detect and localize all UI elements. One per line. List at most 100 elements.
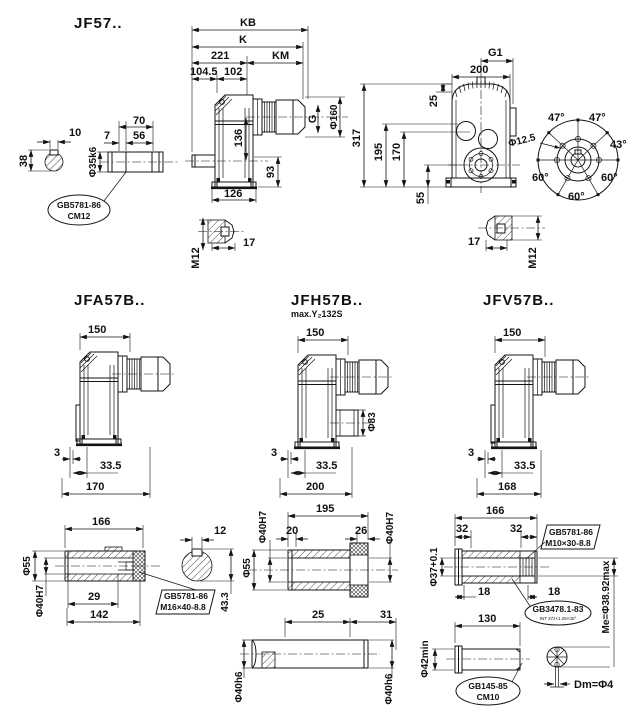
sv-dim-32-left: 32 [456, 523, 468, 535]
callout-gb5781-cm12-line2: CM12 [68, 211, 91, 221]
dim-70: 70 [133, 115, 145, 127]
sh-dim-phi40h6-right: Φ40h6 [384, 673, 395, 704]
jfh-dim-200: 200 [306, 481, 324, 493]
sv-spline-callout-line2: INT 37z×1.25×30° [540, 616, 577, 621]
dim-56: 56 [133, 130, 145, 142]
jfv-dim-168: 168 [498, 481, 516, 493]
sv-dim-phi42min: Φ42min [420, 640, 431, 677]
sv-dim-phi37: Φ37+0.1 [429, 547, 440, 587]
dim-7: 7 [104, 130, 110, 142]
jf57-side-view: KB K 221 KM 104.5 102 136 93 126 G [185, 17, 348, 203]
sh-dim-phi40h7-left: Φ40H7 [258, 511, 269, 544]
dim-200: 200 [470, 64, 488, 76]
jfv-dim-150: 150 [503, 327, 521, 339]
dim-195: 195 [373, 143, 385, 161]
sv-dim-18-right: 18 [548, 586, 560, 598]
dim-38: 38 [18, 155, 30, 167]
dim-km: KM [272, 50, 289, 62]
hollow-shaft-a-detail: 166 Φ55 Φ40H7 29 142 12 43.3 GB5781-86 M… [22, 516, 234, 626]
jfv-dim-33-5: 33.5 [514, 460, 535, 472]
sa-dim-43-3: 43.3 [220, 592, 231, 612]
jfa-dim-3: 3 [54, 447, 60, 459]
jfv-dim-3: 3 [468, 447, 474, 459]
sh-dim-26: 26 [355, 525, 367, 537]
jfh57b-title: JFH57B.. [291, 292, 363, 309]
sh-dim-20: 20 [286, 525, 298, 537]
sh-dim-phi40h6-left: Φ40h6 [234, 671, 245, 702]
sh-dim-25: 25 [312, 609, 324, 621]
sv-dim-me: Me=Φ38.92max [601, 560, 612, 633]
dim-35k6: Φ35k6 [88, 146, 99, 177]
jfh57b-section: JFH57B.. max.Y₂132S Φ83 150 3 33.5 200 [271, 292, 394, 498]
shaft-h-detail: 195 20 26 Φ40H7 Φ40H7 Φ55 25 31 [234, 503, 398, 705]
dim-17-right: 17 [468, 236, 480, 248]
callout-gb5781-cm12-line1: GB5781-86 [57, 200, 101, 210]
dim-136: 136 [233, 129, 245, 147]
sa-dim-phi40h7: Φ40H7 [35, 585, 46, 618]
dim-55: 55 [415, 192, 427, 204]
sh-dim-phi40h7-right: Φ40H7 [385, 512, 396, 545]
sv-bolt-callout-line2: M10×30-8.8 [545, 538, 591, 548]
jfa57b-section: JFA57B.. 150 3 33.5 170 [54, 292, 176, 498]
sv-dim-32-right: 32 [510, 523, 522, 535]
dim-kb: KB [240, 17, 256, 29]
jf57-front-view: G1 200 317 195 170 25 55 [351, 47, 520, 204]
jf57-shaft-end-left: M12 17 [190, 217, 255, 269]
sa-callout-line1: GB5781-86 [164, 591, 208, 601]
sv-dim-dm: Dm=Φ4 [574, 679, 614, 691]
dim-221: 221 [211, 50, 229, 62]
sa-dim-phi55: Φ55 [22, 556, 33, 576]
sa-callout-line2: M16×40-8.8 [160, 602, 206, 612]
jfh-dim-3: 3 [271, 447, 277, 459]
angle-60-bottom: 60° [568, 191, 585, 203]
jfa57b-title: JFA57B.. [74, 292, 145, 309]
angle-60-right: 60° [601, 172, 618, 184]
thread-m12-left: M12 [190, 247, 202, 268]
jfv57b-title: JFV57B.. [483, 292, 554, 309]
sh-dim-195: 195 [316, 503, 334, 515]
dim-g: G [307, 115, 319, 124]
dim-93: 93 [265, 166, 277, 178]
jfh-dim-phi83: Φ83 [367, 412, 378, 432]
sv-hole-callout-line1: GB145-85 [468, 681, 507, 691]
dim-170: 170 [391, 143, 403, 161]
dim-phi160: Φ160 [329, 104, 340, 129]
sv-dim-130: 130 [478, 613, 496, 625]
sa-dim-29: 29 [88, 591, 100, 603]
dim-10: 10 [69, 127, 81, 139]
dim-k: K [239, 34, 247, 46]
jf57-shaft-end-right: 17 M12 [468, 215, 545, 269]
jfh57b-subtitle: max.Y₂132S [291, 309, 343, 319]
jfv57b-section: JFV57B.. 150 3 33.5 168 [468, 292, 591, 498]
sa-dim-166: 166 [92, 516, 110, 528]
angle-47-left: 47° [548, 112, 565, 124]
sa-dim-12: 12 [214, 525, 226, 537]
jfh-dim-33-5: 33.5 [316, 460, 337, 472]
shaft-v-detail: 166 32 32 18 18 Φ37+0.1 GB5781-86 M10×30… [420, 505, 618, 706]
dim-phi12-5: Φ12.5 [507, 132, 537, 149]
jfa-dim-33-5: 33.5 [100, 460, 121, 472]
dim-g1: G1 [488, 47, 503, 59]
jf57-bolt-circle-view: 47° 47° 43° 60° 60° 60° Φ12.5 [507, 112, 626, 203]
jfh-dim-150: 150 [306, 327, 324, 339]
dim-317: 317 [351, 129, 363, 147]
angle-43: 43° [610, 139, 627, 151]
sv-spline-callout-line1: GB3478.1-83 [532, 604, 583, 614]
jf57-section: JF57.. 10 38 70 56 7 [18, 15, 627, 269]
dim-104-5: 104.5 [190, 66, 218, 78]
dim-17-left: 17 [243, 237, 255, 249]
sv-bolt-callout-line1: GB5781-86 [549, 527, 593, 537]
jfa-dim-170: 170 [86, 481, 104, 493]
dim-126: 126 [224, 188, 242, 200]
dim-25: 25 [428, 95, 440, 107]
sv-hole-callout-line2: CM10 [477, 692, 500, 702]
sh-dim-phi55: Φ55 [242, 558, 253, 578]
sh-dim-31: 31 [380, 609, 392, 621]
angle-47-right: 47° [589, 112, 606, 124]
jf57-input-shaft-detail: 10 38 70 56 7 Φ35k6 GB5781-86 CM12 [18, 115, 180, 226]
dim-102: 102 [224, 66, 242, 78]
thread-m12-right: M12 [527, 247, 539, 268]
jf57-title: JF57.. [74, 15, 123, 32]
